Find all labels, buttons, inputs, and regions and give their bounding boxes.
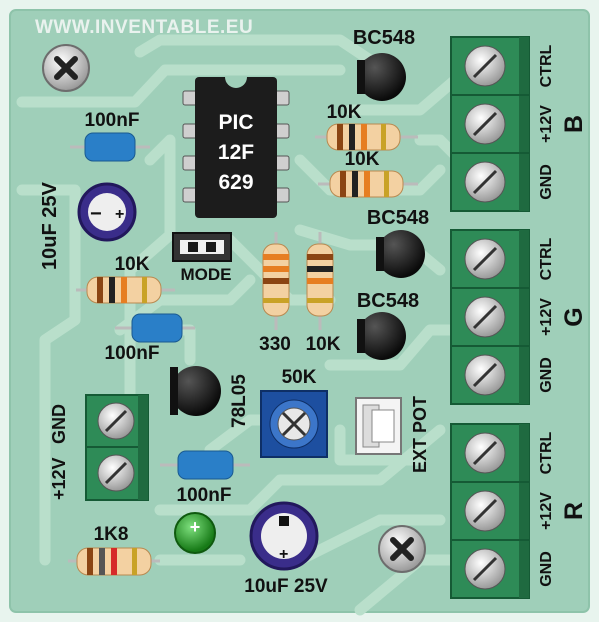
capacitor-10uf-left: − + xyxy=(77,182,137,242)
regulator-78l05 xyxy=(170,366,221,416)
label-r-10k-b: 10K xyxy=(306,334,341,355)
channel-g-letter: G xyxy=(560,307,588,326)
mode-jumper xyxy=(172,232,232,262)
label-c-100nf-bottom: 100nF xyxy=(177,485,232,506)
resistor-1k8 xyxy=(68,547,160,576)
channel-r-pin-label: CTRL xyxy=(538,431,555,474)
channel-g-terminal: CTRL +12V GND G xyxy=(450,229,588,405)
channel-g-pin-label: GND xyxy=(538,357,555,393)
label-ext-pot: EXT POT xyxy=(410,396,430,473)
ic-label-3: 629 xyxy=(218,171,253,194)
power-terminal-block xyxy=(85,394,149,501)
transistor-q1 xyxy=(357,53,406,101)
svg-text:+: + xyxy=(279,546,288,563)
pic-microcontroller: PIC 12F 629 xyxy=(182,77,290,218)
ext-pot-connector xyxy=(355,397,402,455)
mounting-screw-bottom-right xyxy=(378,525,426,573)
channel-b-pin-label: CTRL xyxy=(538,44,555,87)
capacitor-100nf-top xyxy=(70,132,150,162)
label-r-10k-top-1: 10K xyxy=(327,102,362,123)
channel-b-letter: B xyxy=(560,115,588,133)
capacitor-100nf-mid xyxy=(115,313,195,343)
label-regulator: 78L05 xyxy=(229,374,250,428)
label-c-100nf-mid: 100nF xyxy=(105,343,160,364)
label-c-100nf-top: 100nF xyxy=(85,110,140,131)
svg-text:−: − xyxy=(90,203,102,225)
mounting-screw-top-left xyxy=(42,44,90,92)
svg-text:+: + xyxy=(115,206,124,223)
capacitor-10uf-bottom: + xyxy=(249,501,319,571)
channel-b-pin-label: GND xyxy=(538,164,555,200)
resistor-10k-b xyxy=(306,232,334,330)
label-c-10uf-left: 10uF 25V xyxy=(39,182,61,270)
resistor-10k-top-2 xyxy=(318,170,418,198)
label-r-10k-left: 10K xyxy=(115,254,150,275)
led-green: + xyxy=(174,512,216,554)
resistor-330 xyxy=(262,232,290,330)
website-label: WWW.INVENTABLE.EU xyxy=(35,17,253,38)
channel-g-pin-label: +12V xyxy=(538,298,555,336)
channel-r-terminal: CTRL +12V GND R xyxy=(450,423,588,599)
transistor-q3 xyxy=(357,312,406,360)
label-c-10uf-bottom: 10uF 25V xyxy=(244,576,328,597)
resistor-10k-top-1 xyxy=(315,123,418,151)
label-pot: 50K xyxy=(282,367,317,388)
channel-b-pin-label: +12V xyxy=(538,105,555,143)
trimmer-pot-50k xyxy=(260,390,328,458)
ic-label-1: PIC xyxy=(218,111,253,134)
ic-label-2: 12F xyxy=(218,141,254,164)
channel-terminals: CTRL +12V GND B CTRL +12V GND G CTRL +12V GND R xyxy=(450,36,588,599)
label-r-10k-top-2: 10K xyxy=(345,149,380,170)
transistor-q2 xyxy=(376,230,425,278)
label-power-gnd: GND xyxy=(49,404,69,444)
label-q2: BC548 xyxy=(367,207,429,229)
channel-r-pin-label: GND xyxy=(538,551,555,587)
channel-r-pin-label: +12V xyxy=(538,492,555,530)
resistor-10k-left xyxy=(76,276,175,304)
label-r-1k8: 1K8 xyxy=(94,524,129,545)
capacitor-100nf-bottom xyxy=(160,450,250,480)
channel-g-pin-label: CTRL xyxy=(538,237,555,280)
label-power-12v: +12V xyxy=(49,457,69,500)
label-r-330: 330 xyxy=(259,334,291,355)
label-mode: MODE xyxy=(181,265,232,284)
svg-text:+: + xyxy=(190,517,201,537)
channel-r-letter: R xyxy=(560,502,588,520)
channel-b-terminal: CTRL +12V GND B xyxy=(450,36,588,212)
label-q3: BC548 xyxy=(357,290,419,312)
label-q1: BC548 xyxy=(353,27,415,49)
